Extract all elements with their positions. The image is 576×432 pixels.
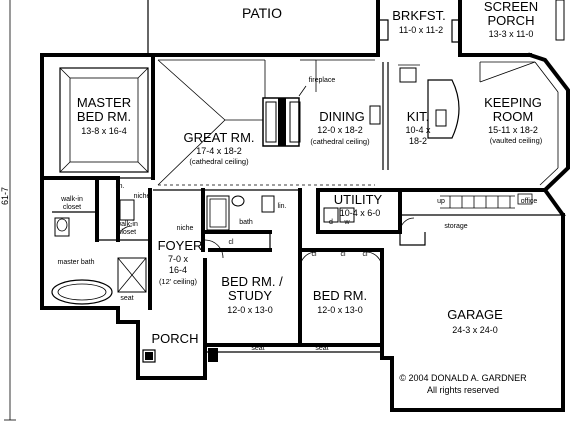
garage-dim: 24-3 x 24-0 xyxy=(452,325,498,335)
master-bath-label: master bath xyxy=(58,259,95,266)
bed-study-label-1: BED RM. / xyxy=(221,274,283,289)
fireplace xyxy=(262,85,307,147)
bath-label: bath xyxy=(239,219,253,226)
screen-porch-label-1: SCREEN xyxy=(484,0,538,14)
closet-bed-2: cl xyxy=(362,251,368,258)
closet-bed-1: cl xyxy=(340,251,346,258)
side-dimension-label: 61-7 xyxy=(0,187,10,205)
walk-in-closet-right-1: walk-in xyxy=(115,221,138,228)
foyer-dim-2: 16-4 xyxy=(169,265,187,275)
master-bath-fixtures xyxy=(51,199,147,305)
niche-foyer: niche xyxy=(177,225,194,232)
utility-label: UTILITY xyxy=(334,192,383,207)
patio-label: PATIO xyxy=(242,5,282,21)
closet-hall: cl xyxy=(311,251,317,258)
copyright-line-1: © 2004 DONALD A. GARDNER xyxy=(399,373,527,383)
up-label: up xyxy=(437,198,445,205)
exterior-walls xyxy=(40,0,570,412)
seat-master: seat xyxy=(120,295,133,302)
keeping-room-note: (vaulted ceiling) xyxy=(490,136,543,145)
bed-room-dim: 12-0 x 13-0 xyxy=(317,305,363,315)
porch-columns xyxy=(142,348,382,363)
cathedral-ceiling-lines xyxy=(157,59,375,186)
master-bed-label-2: BED RM. xyxy=(77,109,131,124)
dryer-label: d xyxy=(329,219,333,226)
door-swings xyxy=(117,217,415,269)
walk-in-closet-left-2: closet xyxy=(63,204,81,211)
screen-porch-label-2: PORCH xyxy=(488,13,535,28)
washer-label: w xyxy=(343,219,350,226)
dining-note: (cathedral ceiling) xyxy=(310,137,370,146)
utility-appliances xyxy=(323,207,355,223)
storage-label: storage xyxy=(444,223,467,230)
kitchen-dim-2: 18-2 xyxy=(409,136,427,146)
master-bed-ceiling xyxy=(59,67,149,173)
keeping-room-vault xyxy=(479,61,559,186)
garage-stairs xyxy=(440,193,533,209)
kitchen-island xyxy=(369,64,460,139)
foyer-dim-1: 7-0 x xyxy=(168,254,189,264)
keeping-room-label-1: KEEPING xyxy=(484,95,542,110)
dining-label: DINING xyxy=(319,109,365,124)
interior-walls xyxy=(40,53,563,347)
great-room-dim: 17-4 x 18-2 xyxy=(196,146,242,156)
walk-in-closet-right-2: closet xyxy=(118,229,136,236)
closet-foyer: cl xyxy=(228,239,234,246)
seat-bed: seat xyxy=(315,345,328,352)
kitchen-dim-1: 10-4 x xyxy=(405,125,431,135)
dining-dim: 12-0 x 18-2 xyxy=(317,125,363,135)
foyer-label: FOYER xyxy=(158,238,203,253)
screen-porch-dim: 13-3 x 11-0 xyxy=(489,29,534,39)
garage-label: GARAGE xyxy=(447,307,503,322)
side-dimension: 61-7 xyxy=(0,0,16,421)
walk-in-closet-left-1: walk-in xyxy=(60,196,83,203)
seat-study: seat xyxy=(251,345,264,352)
bed-room-label: BED RM. xyxy=(313,288,367,303)
master-bed-label-1: MASTER xyxy=(77,95,131,110)
hall-bath-fixtures xyxy=(206,195,275,231)
breakfast-label: BRKFST. xyxy=(392,8,445,23)
master-bed-dim: 13-8 x 16-4 xyxy=(81,126,127,136)
keeping-room-label-2: ROOM xyxy=(493,109,533,124)
utility-dim: 10-4 x 6-0 xyxy=(340,208,381,218)
breakfast-dim: 11-0 x 11-2 xyxy=(399,25,443,35)
copyright-line-2: All rights reserved xyxy=(427,385,499,395)
niche-master: niche xyxy=(134,193,151,200)
great-room-label: GREAT RM. xyxy=(183,130,254,145)
linen-hall: lin. xyxy=(278,203,287,210)
porch-label: PORCH xyxy=(152,331,199,346)
office-label: office xyxy=(521,198,538,205)
bed-study-label-2: STUDY xyxy=(228,288,272,303)
great-room-note: (cathedral ceiling) xyxy=(189,157,249,166)
foyer-note: (12' ceiling) xyxy=(159,277,198,286)
linen-master: lin. xyxy=(116,183,125,190)
keeping-room-dim: 15-11 x 18-2 xyxy=(488,125,538,135)
bed-study-dim: 12-0 x 13-0 xyxy=(227,305,273,315)
fireplace-label: fireplace xyxy=(309,77,336,84)
kitchen-label: KIT. xyxy=(407,109,429,124)
